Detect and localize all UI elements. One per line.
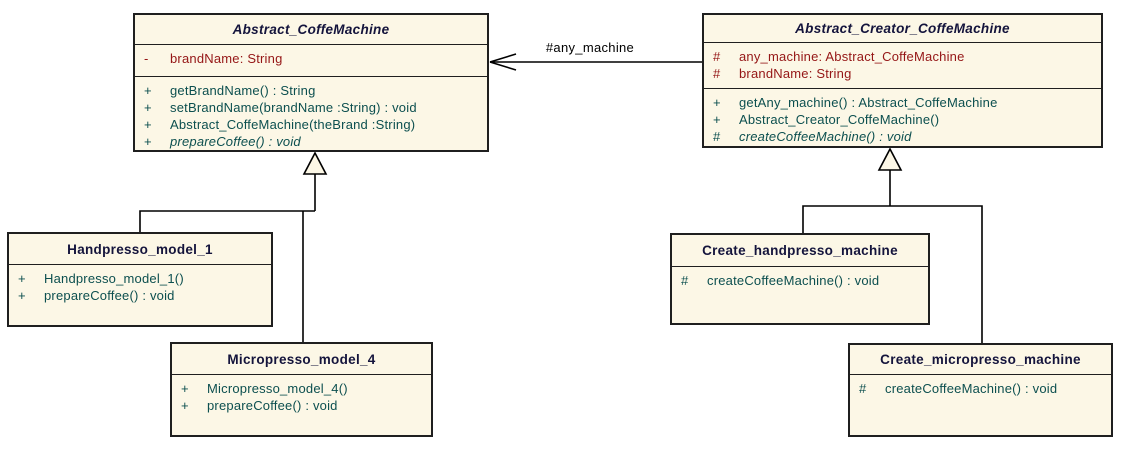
attribute-row: - brandName: String <box>135 50 487 67</box>
methods-compartment: + getAny_machine() : Abstract_CoffeMachi… <box>704 89 1101 146</box>
association-label: #any_machine <box>546 40 634 55</box>
visibility-symbol: + <box>713 112 721 127</box>
attribute-text: any_machine: Abstract_CoffeMachine <box>739 49 965 64</box>
visibility-symbol: - <box>144 51 149 66</box>
attribute-row: # any_machine: Abstract_CoffeMachine <box>704 48 1101 65</box>
method-row: # createCoffeeMachine() : void <box>704 128 1101 145</box>
visibility-symbol: # <box>859 381 867 396</box>
method-row: + setBrandName(brandName :String) : void <box>135 99 487 116</box>
method-row: + Abstract_Creator_CoffeMachine() <box>704 111 1101 128</box>
method-row: + prepareCoffee() : void <box>135 133 487 150</box>
method-text: prepareCoffee() : void <box>207 398 338 413</box>
association-any-machine: #any_machine <box>489 40 702 71</box>
class-title: Abstract_CoffeMachine <box>135 15 487 45</box>
visibility-symbol: + <box>144 83 152 98</box>
method-text: createCoffeeMachine() : void <box>707 273 880 288</box>
class-title: Create_handpresso_machine <box>672 235 928 267</box>
visibility-symbol: + <box>144 117 152 132</box>
method-row: + Micropresso_model_4() <box>172 380 431 397</box>
method-text: Handpresso_model_1() <box>44 271 184 286</box>
class-abstract-coffemachine: Abstract_CoffeMachine - brandName: Strin… <box>133 13 489 152</box>
class-handpresso-model-1: Handpresso_model_1 + Handpresso_model_1(… <box>7 232 273 327</box>
visibility-symbol: + <box>144 134 152 149</box>
attribute-text: brandName: String <box>170 51 283 66</box>
visibility-symbol: + <box>18 288 26 303</box>
class-create-micropresso-machine: Create_micropresso_machine # createCoffe… <box>848 343 1113 437</box>
visibility-symbol: # <box>713 129 721 144</box>
visibility-symbol: + <box>18 271 26 286</box>
method-text: prepareCoffee() : void <box>44 288 175 303</box>
class-title: Abstract_Creator_CoffeMachine <box>704 15 1101 43</box>
class-title: Handpresso_model_1 <box>9 234 271 265</box>
method-row: + Handpresso_model_1() <box>9 270 271 287</box>
method-text: Abstract_CoffeMachine(theBrand :String) <box>170 117 416 132</box>
methods-compartment: + Micropresso_model_4() + prepareCoffee(… <box>172 375 431 435</box>
attribute-row: # brandName: String <box>704 65 1101 82</box>
visibility-symbol: # <box>713 49 721 64</box>
method-row: + getAny_machine() : Abstract_CoffeMachi… <box>704 94 1101 111</box>
method-row: + prepareCoffee() : void <box>9 287 271 304</box>
method-text: setBrandName(brandName :String) : void <box>170 100 417 115</box>
visibility-symbol: + <box>181 381 189 396</box>
method-row: # createCoffeeMachine() : void <box>850 380 1111 397</box>
method-text: getAny_machine() : Abstract_CoffeMachine <box>739 95 998 110</box>
method-text: Micropresso_model_4() <box>207 381 348 396</box>
methods-compartment: + Handpresso_model_1() + prepareCoffee()… <box>9 265 271 325</box>
method-text: createCoffeeMachine() : void <box>885 381 1058 396</box>
method-row: + getBrandName() : String <box>135 82 487 99</box>
visibility-symbol: + <box>181 398 189 413</box>
class-title: Create_micropresso_machine <box>850 345 1111 375</box>
method-text: Abstract_Creator_CoffeMachine() <box>739 112 940 127</box>
attributes-compartment: - brandName: String <box>135 45 487 77</box>
class-abstract-creator-coffemachine: Abstract_Creator_CoffeMachine # any_mach… <box>702 13 1103 148</box>
class-title: Micropresso_model_4 <box>172 344 431 375</box>
method-row: # createCoffeeMachine() : void <box>672 272 928 289</box>
attributes-compartment: # any_machine: Abstract_CoffeMachine # b… <box>704 43 1101 89</box>
method-text: prepareCoffee() : void <box>170 134 301 149</box>
visibility-symbol: + <box>144 100 152 115</box>
methods-compartment: # createCoffeeMachine() : void <box>672 267 928 323</box>
method-text: getBrandName() : String <box>170 83 316 98</box>
visibility-symbol: # <box>681 273 689 288</box>
class-micropresso-model-4: Micropresso_model_4 + Micropresso_model_… <box>170 342 433 437</box>
methods-compartment: # createCoffeeMachine() : void <box>850 375 1111 435</box>
class-create-handpresso-machine: Create_handpresso_machine # createCoffee… <box>670 233 930 325</box>
method-row: + Abstract_CoffeMachine(theBrand :String… <box>135 116 487 133</box>
method-row: + prepareCoffee() : void <box>172 397 431 414</box>
visibility-symbol: # <box>713 66 721 81</box>
visibility-symbol: + <box>713 95 721 110</box>
method-text: createCoffeeMachine() : void <box>739 129 912 144</box>
methods-compartment: + getBrandName() : String + setBrandName… <box>135 77 487 150</box>
attribute-text: brandName: String <box>739 66 852 81</box>
